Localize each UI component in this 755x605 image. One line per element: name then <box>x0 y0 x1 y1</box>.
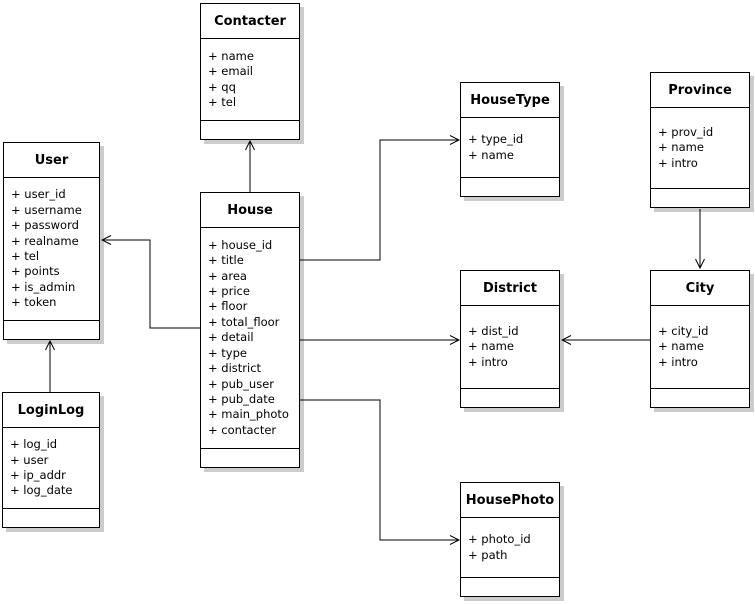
entity-attributes: + user_id+ username+ password+ realname+… <box>4 178 99 321</box>
attribute: + type <box>208 345 247 360</box>
attribute: + city_id <box>658 323 709 338</box>
attribute: + username <box>11 202 82 217</box>
entity-title: House <box>201 193 299 228</box>
entity-attributes: + photo_id+ path <box>461 518 559 578</box>
entity-district[interactable]: District + dist_id+ name+ intro <box>460 270 560 408</box>
attribute: + name <box>658 339 704 354</box>
attribute: + password <box>11 218 79 233</box>
attribute: + user_id <box>11 187 66 202</box>
attribute: + prov_id <box>658 124 714 139</box>
attribute: + user <box>10 452 49 467</box>
attribute: + tel <box>11 249 40 263</box>
entity-attributes: + dist_id+ name+ intro <box>461 306 559 389</box>
entity-operations <box>201 449 299 467</box>
entity-attributes: + city_id+ name+ intro <box>651 306 749 389</box>
attribute: + qq <box>208 79 236 94</box>
connector-house-user <box>102 240 200 329</box>
entity-title: District <box>461 271 559 306</box>
attribute: + log_id <box>10 437 58 452</box>
attribute: + pub_date <box>208 391 275 406</box>
entity-operations <box>461 178 559 196</box>
entity-attributes: + type_id+ name <box>461 118 559 178</box>
entity-title: Contacter <box>201 4 299 39</box>
entity-contacter[interactable]: Contacter + name+ email+ qq+ tel <box>200 3 300 140</box>
entity-operations <box>461 389 559 407</box>
entity-housetype[interactable]: HouseType + type_id+ name <box>460 82 560 197</box>
entity-title: City <box>651 271 749 306</box>
attribute: + name <box>658 140 704 155</box>
attribute: + title <box>208 253 244 268</box>
entity-attributes: + prov_id+ name+ intro <box>651 108 749 189</box>
attribute: + contacter <box>208 422 277 437</box>
attribute: + token <box>11 295 57 310</box>
attribute: + intro <box>468 354 508 369</box>
attribute: + main_photo <box>208 407 289 422</box>
entity-operations <box>4 321 99 339</box>
attribute: + tel <box>208 94 237 109</box>
attribute: + detail <box>208 330 254 345</box>
entity-operations <box>201 121 299 139</box>
attribute: + is_admin <box>11 279 76 294</box>
attribute: + total_floor <box>208 314 280 329</box>
attribute: + name <box>468 339 514 354</box>
attribute: + area <box>208 268 247 283</box>
attribute: + name <box>208 48 254 63</box>
attribute: + points <box>11 264 60 279</box>
entity-attributes: + log_id+ user+ ip_addr+ log_date <box>3 428 99 509</box>
entity-title: LoginLog <box>3 393 99 428</box>
attribute: + house_id <box>208 237 273 252</box>
entity-title: User <box>4 143 99 178</box>
entity-user[interactable]: User + user_id+ username+ password+ real… <box>3 142 100 340</box>
attribute: + ip_addr <box>10 468 66 482</box>
attribute: + price <box>208 284 250 299</box>
entity-title: HouseType <box>461 83 559 118</box>
entity-loginlog[interactable]: LoginLog + log_id+ user+ ip_addr+ log_da… <box>2 392 100 528</box>
entity-attributes: + house_id+ title+ area+ price+ floor+ t… <box>201 228 299 449</box>
attribute: + intro <box>658 354 698 369</box>
connector-house-housephoto <box>300 399 459 540</box>
attribute: + log_date <box>10 483 73 498</box>
attribute: + realname <box>11 233 79 248</box>
attribute: + photo_id <box>468 532 531 547</box>
attribute: + floor <box>208 299 248 314</box>
attribute: + email <box>208 64 254 79</box>
attribute: + pub_user <box>208 376 275 391</box>
entity-operations <box>651 389 749 407</box>
entity-housephoto[interactable]: HousePhoto + photo_id+ path <box>460 482 560 597</box>
attribute: + intro <box>658 155 698 170</box>
entity-title: HousePhoto <box>461 483 559 518</box>
attribute: + path <box>468 547 508 562</box>
entity-house[interactable]: House + house_id+ title+ area+ price+ fl… <box>200 192 300 468</box>
attribute: + name <box>468 147 514 162</box>
attribute: + district <box>208 361 262 376</box>
attribute: + type_id <box>468 132 524 147</box>
entity-operations <box>3 509 99 527</box>
attribute: + dist_id <box>468 323 519 338</box>
entity-city[interactable]: City + city_id+ name+ intro <box>650 270 750 408</box>
entity-operations <box>461 578 559 596</box>
connector-house-housetype <box>300 140 459 261</box>
entity-province[interactable]: Province + prov_id+ name+ intro <box>650 72 750 208</box>
entity-operations <box>651 189 749 207</box>
entity-title: Province <box>651 73 749 108</box>
entity-attributes: + name+ email+ qq+ tel <box>201 39 299 121</box>
